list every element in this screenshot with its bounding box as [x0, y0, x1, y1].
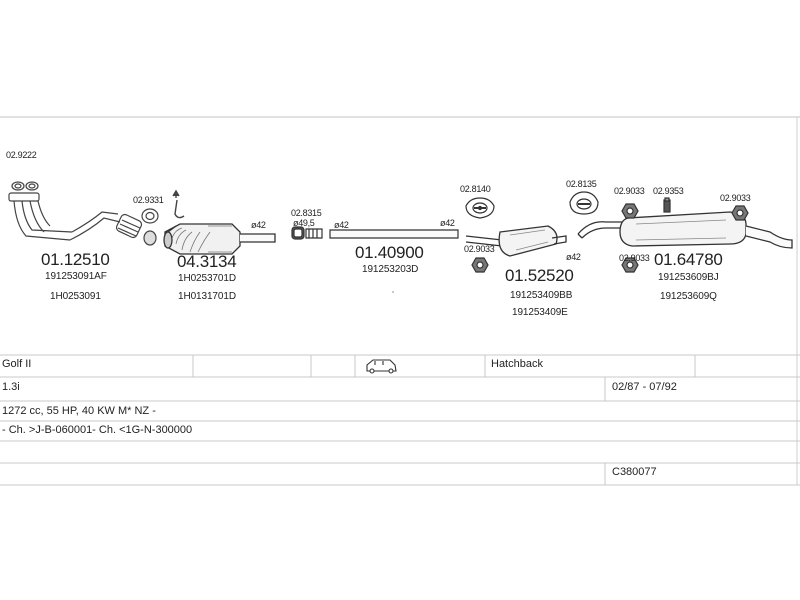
oem-number-label: 191253609BJ [658, 272, 719, 283]
front-pipe-icon[interactable] [8, 181, 157, 246]
fitting-code-label[interactable]: 02.8140 [460, 184, 491, 194]
fitting-code-label[interactable]: 02.9033 [464, 244, 495, 254]
vehicle-model: Golf II [2, 358, 32, 370]
oem-number-label: 191253409E [512, 307, 568, 318]
hex-nut-icon-2[interactable] [621, 203, 639, 219]
hex-nut-icon[interactable] [471, 257, 489, 273]
diameter-label: ø42 [566, 252, 581, 262]
part-code-label[interactable]: 01.64780 [654, 250, 723, 269]
centre-silencer-icon[interactable] [465, 225, 567, 257]
part-code-label[interactable]: 04.3134 [177, 252, 237, 271]
oem-number-label: 1H0253091 [50, 291, 101, 302]
diameter-label: ø42 [334, 220, 349, 230]
rubber-mount-icon[interactable] [465, 197, 495, 219]
diameter-label: ø42 [440, 218, 455, 228]
intermediate-pipe-icon[interactable] [329, 229, 459, 239]
fitting-code-label[interactable]: 02.9353 [653, 186, 684, 196]
vehicle-engine: 1.3i [2, 381, 20, 393]
vehicle-specs: 1272 cc, 55 HP, 40 KW M* NZ - [2, 405, 156, 417]
part-code-label[interactable]: 01.52520 [505, 266, 574, 285]
oem-number-label: 1H0253701D [178, 273, 236, 284]
pipe-connector-icon[interactable] [291, 226, 323, 240]
hex-nut-icon-3[interactable] [731, 205, 749, 221]
vehicle-years: 02/87 - 07/92 [612, 381, 677, 393]
gasket-ring-icon[interactable] [141, 208, 159, 224]
fitting-code-label[interactable]: 02.9033 [720, 193, 751, 203]
oem-number-label: 191253091AF [45, 271, 107, 282]
vehicle-chassis-range: - Ch. >J-B-060001- Ch. <1G-N-300000 [2, 424, 193, 436]
oem-number-label: 191253409BB [510, 290, 573, 301]
fitting-code-label[interactable]: 02.9033 [614, 186, 645, 196]
catalog-code: C380077 [612, 466, 657, 478]
oem-number-label: 1H0131701D [178, 291, 236, 302]
mounting-bracket-icon[interactable] [663, 197, 671, 213]
rubber-mount-icon-2[interactable] [569, 191, 599, 215]
part-code-label[interactable]: 01.12510 [41, 250, 110, 269]
fitting-code-label[interactable]: 02.8135 [566, 179, 597, 189]
hatchback-car-icon [366, 359, 397, 374]
oem-number-label: 191253203D [362, 264, 419, 275]
info-table-grid [0, 354, 800, 486]
rear-silencer-icon[interactable] [577, 211, 793, 249]
diameter-label: ø42 [251, 220, 266, 230]
catalytic-converter-icon[interactable] [163, 223, 276, 255]
vehicle-body-type: Hatchback [491, 358, 543, 370]
fitting-code-label[interactable]: 02.8315 [291, 208, 322, 218]
part-code-label[interactable]: 01.40900 [355, 243, 424, 262]
fitting-code-label[interactable]: 02.9331 [133, 195, 164, 205]
fitting-code-label[interactable]: 02.9222 [6, 150, 37, 160]
diameter-label: ø49,5 [293, 218, 315, 228]
hex-nut-icon-4[interactable] [621, 257, 639, 273]
clamp-hook-icon[interactable] [172, 189, 185, 219]
oem-number-label: 191253609Q [660, 291, 717, 302]
fitting-code-label[interactable]: 02.9033 [619, 253, 650, 263]
